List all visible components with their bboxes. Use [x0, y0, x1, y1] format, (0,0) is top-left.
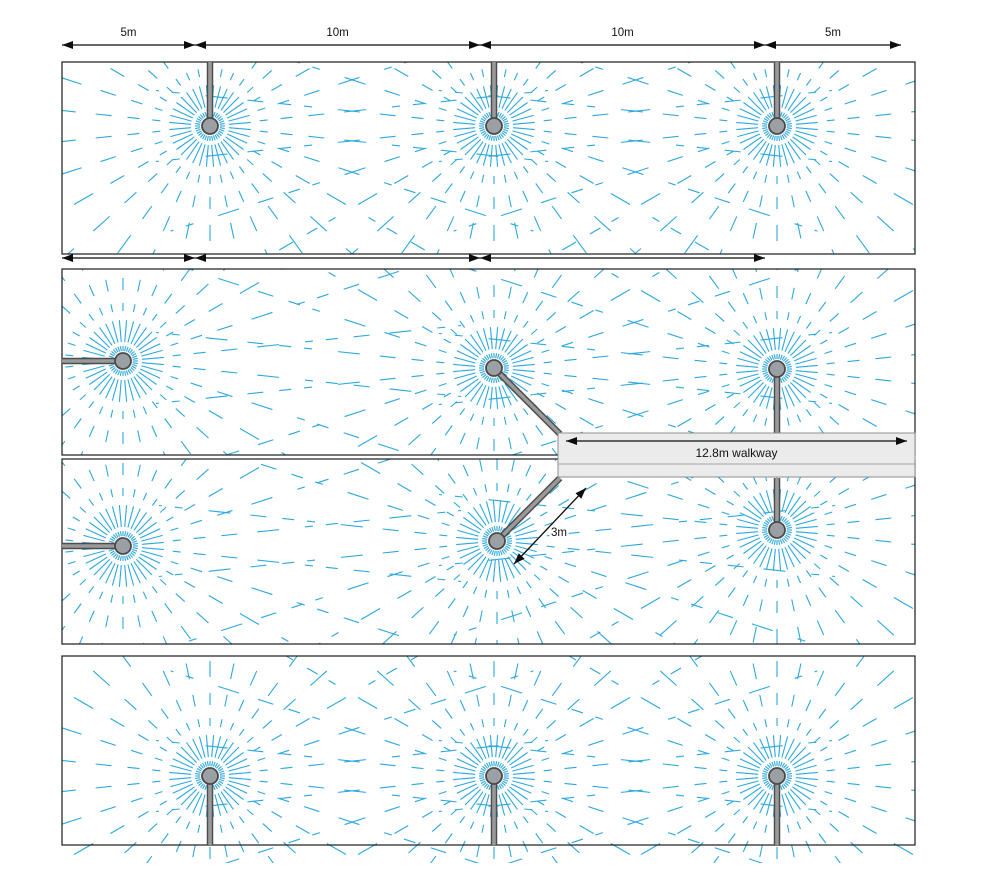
dimension-label: 5m — [121, 27, 137, 39]
walkway — [557, 432, 916, 478]
dimension-label: 5m — [825, 27, 841, 39]
sprinkler-head — [114, 352, 132, 370]
sprinkler-head — [201, 767, 219, 785]
offset-dimension-label: 3m — [551, 527, 567, 539]
spray-rays — [438, 269, 915, 455]
sprinkler-head — [768, 521, 786, 539]
spray-rays — [62, 62, 549, 254]
dimension-segment: 5m — [62, 27, 195, 49]
sprinkler-head — [485, 767, 503, 785]
spray-rays — [62, 269, 462, 455]
sprinkler-head — [768, 767, 786, 785]
spray-rays — [438, 656, 915, 863]
dimension-segment: 10m — [480, 27, 765, 49]
walkway-dimension: 12.8m walkway — [566, 437, 907, 460]
bed-panel-border — [61, 61, 916, 255]
sprinkler-stem-fill — [495, 476, 562, 543]
sprinkler-stem-fill — [492, 366, 562, 436]
sprinkler-head — [768, 117, 786, 135]
sprinkler-head — [485, 359, 503, 377]
sprinkler-head — [201, 117, 219, 135]
bed-panel-border — [61, 458, 916, 645]
bed-panel-border — [61, 655, 916, 846]
offset-dimension: 3m — [513, 487, 587, 565]
dimension-segment — [480, 254, 765, 262]
sprinkler-head — [114, 537, 132, 555]
dimension-label: 10m — [611, 27, 633, 39]
walkway-label: 12.8m walkway — [695, 446, 777, 460]
dimension-segment: 10m — [195, 27, 480, 49]
dimension-segment — [62, 254, 195, 262]
sprinkler-head — [488, 532, 506, 550]
dimension-segment — [195, 254, 480, 262]
bed-panel — [62, 656, 915, 845]
spray-rays — [438, 459, 915, 644]
spray-rays — [438, 62, 915, 254]
sprinkler-head — [768, 360, 786, 378]
spray-rays — [62, 459, 462, 644]
bed-panel — [62, 62, 915, 254]
dimension-label: 10m — [326, 27, 348, 39]
sprinkler-head — [485, 117, 503, 135]
dimension-segment: 5m — [765, 27, 901, 49]
